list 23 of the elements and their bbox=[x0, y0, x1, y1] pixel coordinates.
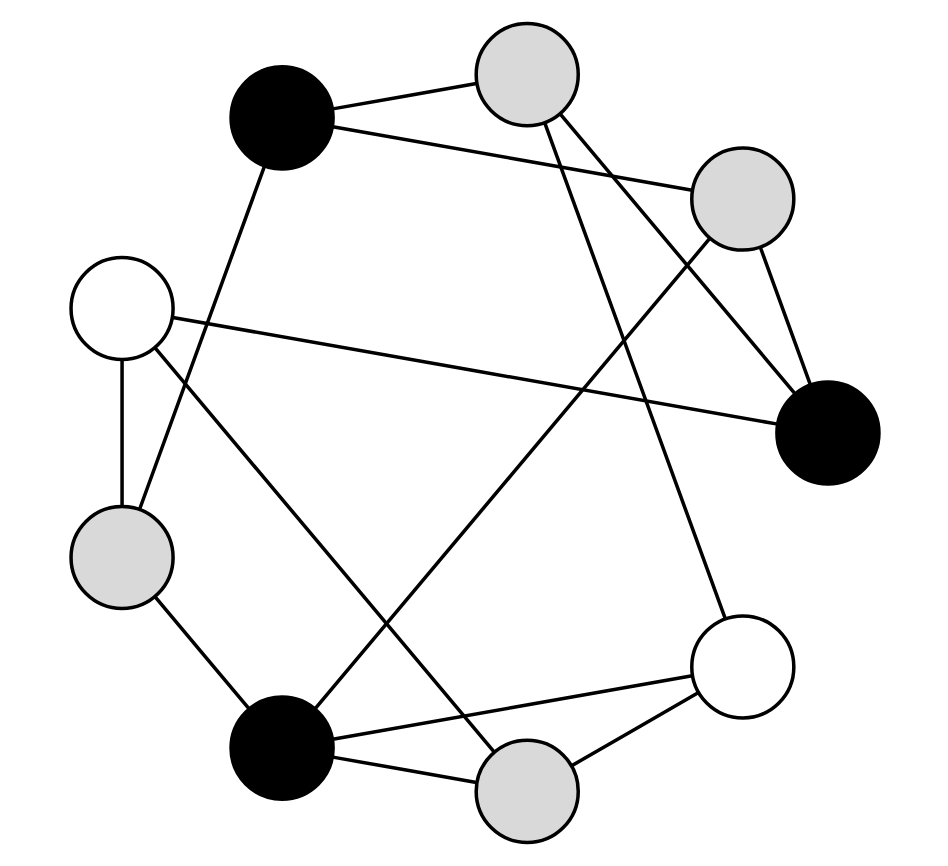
node-circle bbox=[689, 614, 795, 720]
node-circle bbox=[473, 738, 579, 845]
connector bbox=[331, 81, 476, 111]
node-circle bbox=[228, 65, 334, 171]
connector bbox=[119, 360, 123, 506]
node-circle bbox=[473, 21, 579, 128]
connector bbox=[331, 755, 476, 785]
node-circle bbox=[68, 255, 174, 362]
node-circle bbox=[774, 380, 880, 486]
connector bbox=[757, 246, 811, 386]
connector bbox=[171, 315, 777, 426]
connector bbox=[137, 165, 266, 510]
connector bbox=[312, 237, 711, 710]
connector bbox=[152, 595, 250, 710]
connector bbox=[569, 691, 698, 768]
connector bbox=[152, 346, 495, 753]
node-circle bbox=[228, 695, 334, 801]
connector bbox=[542, 122, 726, 620]
node-circle bbox=[68, 504, 174, 611]
connector bbox=[331, 125, 692, 192]
connector bbox=[331, 674, 692, 741]
connector bbox=[558, 113, 796, 395]
node-circle bbox=[689, 146, 795, 252]
